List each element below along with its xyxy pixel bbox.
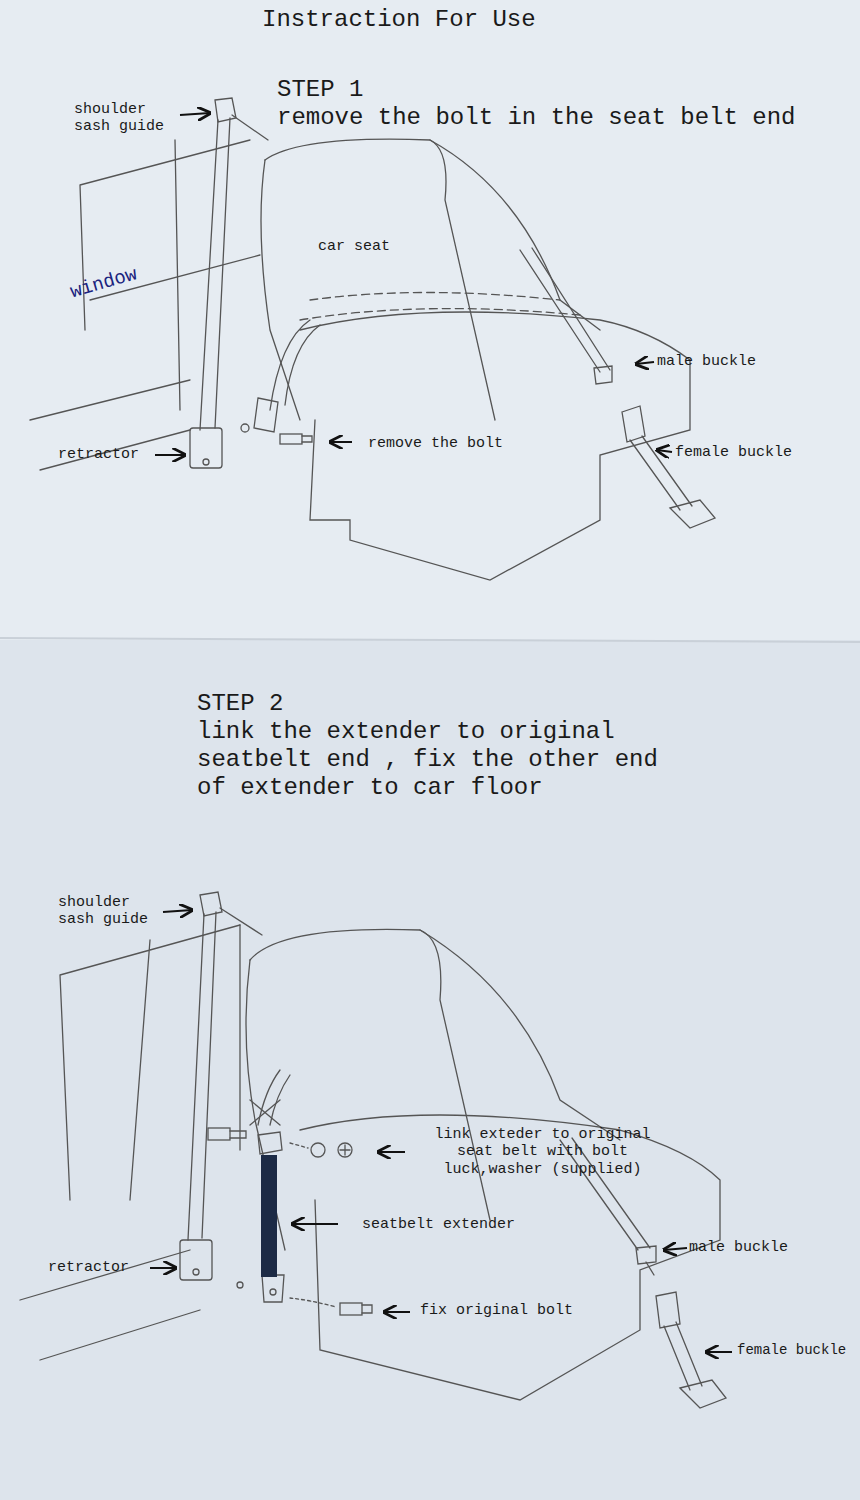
part-label: male buckle (689, 1239, 788, 1256)
part-label: fix original bolt (420, 1302, 573, 1319)
part-label: shoulder sash guide (58, 894, 158, 929)
step-heading: STEP 2 (197, 690, 283, 718)
page-title: Instraction For Use (262, 6, 536, 34)
part-label: retractor (48, 1259, 129, 1276)
part-label: car seat (318, 238, 390, 255)
part-label: seatbelt extender (362, 1216, 515, 1233)
step-instruction: remove the bolt in the seat belt end (277, 104, 837, 132)
part-label: male buckle (657, 353, 756, 370)
step-instruction: link the extender to original seatbelt e… (197, 718, 667, 802)
part-label: remove the bolt (368, 435, 503, 452)
step-heading: STEP 1 (277, 76, 363, 104)
part-label: link exteder to original seat belt with … (415, 1126, 670, 1178)
part-label: shoulder sash guide (74, 101, 174, 136)
part-label: retractor (58, 446, 139, 463)
part-label: female buckle (675, 444, 792, 461)
part-label: female buckle (737, 1342, 846, 1358)
